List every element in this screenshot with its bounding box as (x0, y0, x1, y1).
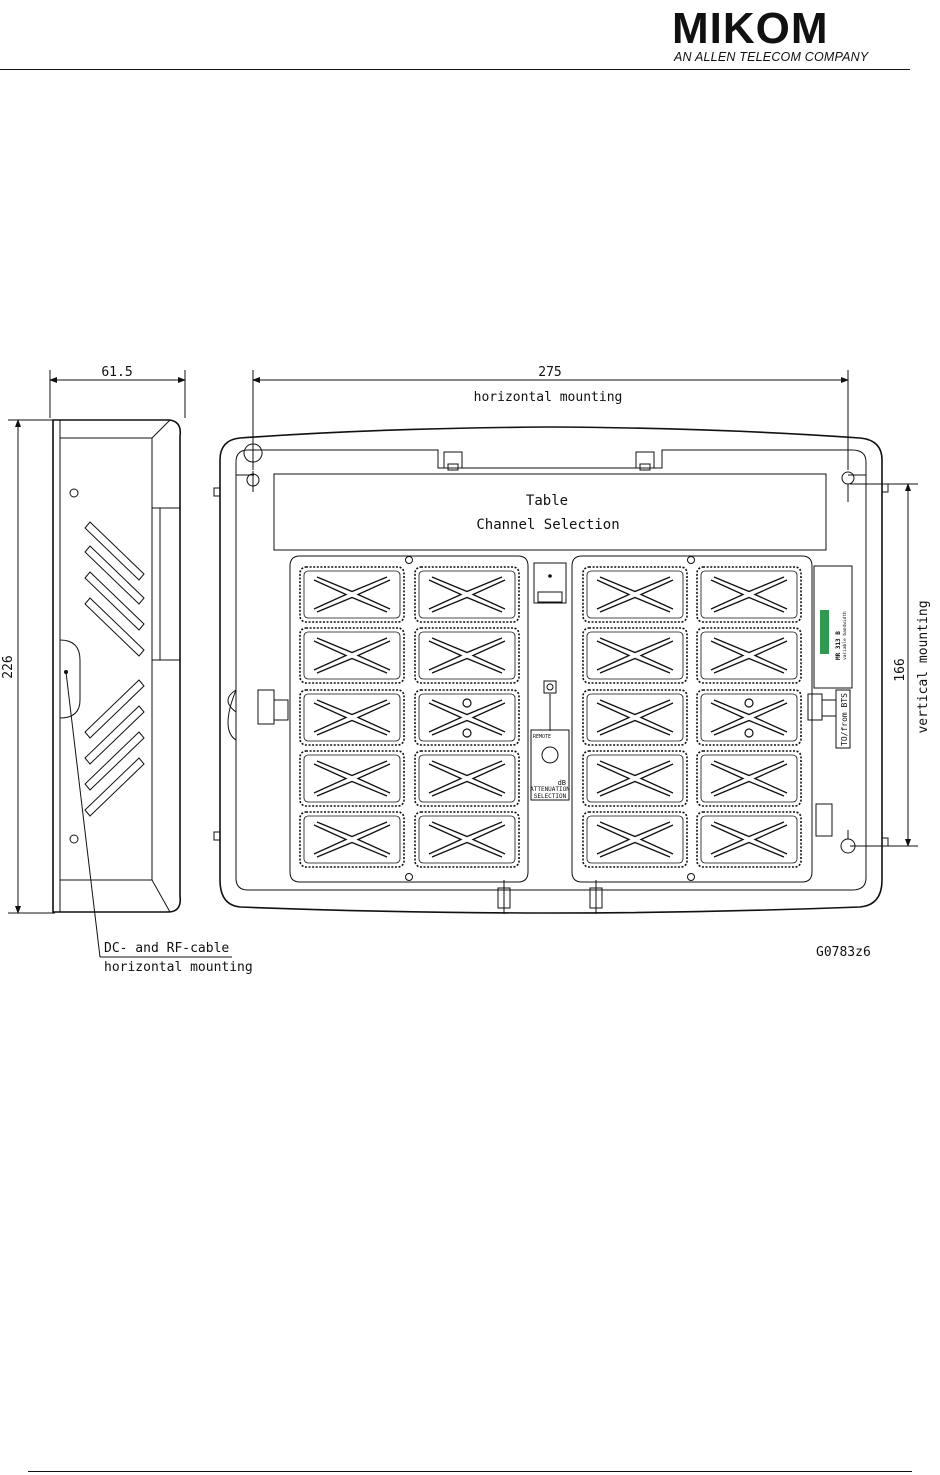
filter-cell (300, 628, 404, 683)
table-title: Table (526, 493, 568, 509)
filter-cell (300, 690, 404, 745)
channel-table-box: Table Channel Selection (274, 474, 826, 550)
filter-cell (583, 751, 687, 806)
attenuation-label-1: ATTENUATION (530, 786, 570, 793)
dimension-side-depth: 61.5 (50, 365, 185, 418)
table-subtitle: Channel Selection (476, 517, 619, 533)
cable-note-line1: DC- and RF-cable (104, 941, 229, 956)
filter-cell (415, 812, 519, 867)
filter-cell (697, 628, 801, 683)
remote-label: REMOTE (533, 734, 551, 740)
filter-block-right (572, 556, 812, 882)
tuning-screw-icon (745, 729, 753, 737)
side-view (53, 420, 180, 957)
vent-slots (85, 522, 144, 816)
width-value: 275 (538, 365, 561, 380)
side-depth-value: 61.5 (101, 365, 132, 380)
drawing-id: G0783z6 (816, 945, 871, 960)
width-caption: horizontal mounting (474, 390, 623, 405)
filter-cell (583, 690, 687, 745)
tuning-screw-icon (745, 699, 753, 707)
filter-cell (697, 567, 801, 622)
dimension-height: 226 (1, 420, 55, 913)
bts-label: TO/from BTS (840, 693, 849, 746)
tuning-screw-icon (463, 729, 471, 737)
vertical-caption: vertical mounting (916, 600, 931, 733)
height-value: 226 (1, 655, 16, 678)
filter-cell (415, 751, 519, 806)
filter-cell (300, 751, 404, 806)
dimension-width: 275 horizontal mounting (253, 365, 848, 470)
product-label: MR 313 B (835, 631, 842, 660)
filter-cell (300, 567, 404, 622)
filter-cell (583, 812, 687, 867)
filter-cell (697, 751, 801, 806)
filter-cell (583, 567, 687, 622)
filter-cell (697, 812, 801, 867)
attenuation-label-2: SELECTION (534, 793, 567, 800)
product-sub-label: variable bandwidth (842, 611, 848, 660)
attenuator-module: REMOTE dB ATTENUATION SELECTION (530, 563, 570, 800)
cable-note-line2: horizontal mounting (104, 960, 253, 975)
filter-block-left (290, 556, 528, 882)
filter-cell (415, 567, 519, 622)
product-label-plate: MR 313 B variable bandwidth TO/from BTS (814, 566, 852, 748)
filter-cell (415, 628, 519, 683)
vertical-spacing-value: 166 (893, 658, 908, 681)
filter-cell (300, 812, 404, 867)
dimension-vertical-spacing: 166 vertical mounting (850, 484, 931, 846)
tuning-screw-icon (463, 699, 471, 707)
filter-cell (583, 628, 687, 683)
